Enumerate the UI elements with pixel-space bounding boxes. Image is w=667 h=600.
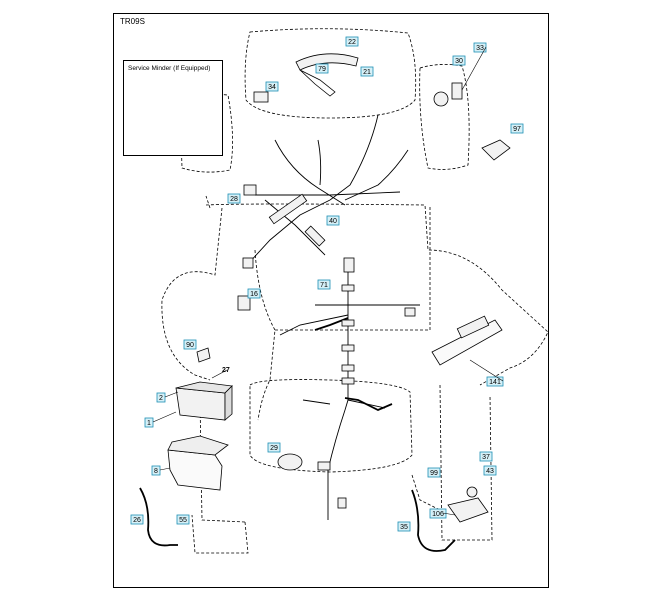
callout-141: 141 <box>486 376 504 387</box>
svg-text:16: 16 <box>250 291 258 298</box>
svg-text:37: 37 <box>482 454 490 461</box>
callout-28: 28 <box>227 193 241 204</box>
svg-text:106: 106 <box>432 511 444 518</box>
svg-text:55: 55 <box>179 517 187 524</box>
svg-text:90: 90 <box>186 342 194 349</box>
components <box>162 53 511 523</box>
callout-71: 71 <box>317 279 331 290</box>
svg-text:1: 1 <box>147 420 151 427</box>
callout-43: 43 <box>483 465 497 476</box>
callout-40: 40 <box>326 215 340 226</box>
callout-37: 37 <box>479 451 493 462</box>
leader-lines <box>152 46 504 516</box>
callout-26: 26 <box>130 514 144 525</box>
callout-97: 97 <box>510 123 524 134</box>
svg-text:33: 33 <box>476 45 484 52</box>
svg-text:8: 8 <box>154 468 158 475</box>
svg-text:21: 21 <box>363 69 371 76</box>
svg-text:97: 97 <box>513 126 521 133</box>
callout-34: 34 <box>265 81 279 92</box>
callout-8: 8 <box>151 465 161 476</box>
callout-55: 55 <box>176 514 190 525</box>
service-minder-inset: Service Minder (If Equipped) <box>123 60 223 156</box>
callout-79: 79 <box>315 63 329 74</box>
callout-2: 2 <box>156 392 166 403</box>
diagram-code: TR09S <box>120 17 145 26</box>
svg-text:2: 2 <box>159 395 163 402</box>
svg-text:71: 71 <box>320 282 328 289</box>
callout-16: 16 <box>247 288 261 299</box>
callout-106: 106 <box>429 508 447 519</box>
svg-text:40: 40 <box>329 218 337 225</box>
wiring-harness <box>246 114 420 520</box>
svg-text:141: 141 <box>489 379 501 386</box>
callout-22: 22 <box>345 36 359 47</box>
svg-text:43: 43 <box>486 468 494 475</box>
svg-text:79: 79 <box>318 66 326 73</box>
svg-text:99: 99 <box>430 470 438 477</box>
callout-21: 21 <box>360 66 374 77</box>
callout-99: 99 <box>427 467 441 478</box>
svg-text:35: 35 <box>400 524 408 531</box>
callout-90: 90 <box>183 339 197 350</box>
callout-29: 29 <box>267 442 281 453</box>
svg-text:22: 22 <box>348 39 356 46</box>
callout-30: 30 <box>452 55 466 66</box>
svg-text:29: 29 <box>270 445 278 452</box>
inset-title: Service Minder (If Equipped) <box>128 65 211 72</box>
svg-text:28: 28 <box>230 196 238 203</box>
diagram-frame <box>113 13 549 588</box>
callout-1: 1 <box>144 417 154 428</box>
svg-text:30: 30 <box>455 58 463 65</box>
callout-35: 35 <box>397 521 411 532</box>
svg-text:34: 34 <box>268 84 276 91</box>
svg-text:26: 26 <box>133 517 141 524</box>
